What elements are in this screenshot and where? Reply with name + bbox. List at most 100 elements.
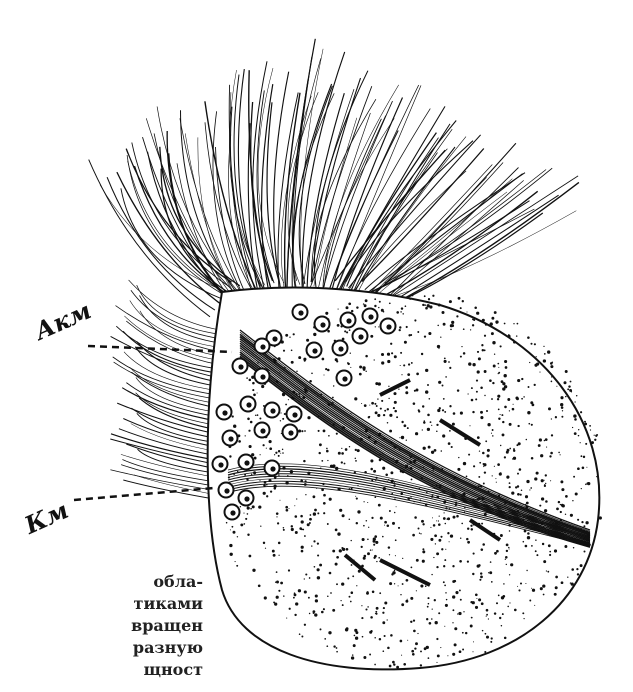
stipple-dot [361,546,363,548]
stipple-dot [555,576,558,579]
stipple-dot [496,602,498,604]
stipple-dot [395,555,396,556]
stipple-dot [448,442,451,445]
stipple-dot [257,414,259,416]
stipple-dot [323,430,326,433]
stipple-dot [245,435,246,436]
stipple-dot [309,518,312,521]
stipple-dot [474,306,477,309]
stipple-dot [257,392,258,393]
stipple-dot [538,444,541,447]
stipple-dot [399,326,401,328]
stipple-dot [525,495,528,498]
stipple-dot [288,569,290,571]
stipple-dot [560,454,561,455]
stipple-dot [503,583,505,585]
stipple-dot [509,423,512,426]
stipple-dot [378,307,379,308]
stipple-dot [484,651,486,653]
stipple-dot [432,608,433,609]
stipple-dot [597,523,598,524]
stipple-dot [549,455,551,457]
stipple-dot [470,601,472,603]
stipple-dot [416,373,419,376]
stipple-dot [544,509,547,512]
stipple-dot [226,522,228,524]
stipple-dot [248,430,250,432]
stipple-dot [521,490,523,492]
stipple-dot [481,344,483,346]
stipple-dot [436,638,438,640]
stipple-dot [443,581,445,583]
stipple-dot [326,450,329,453]
stipple-dot [298,356,301,359]
stipple-dot [456,515,459,518]
stipple-dot [410,621,412,623]
fiber-stroke [100,185,221,290]
stipple-dot [407,599,408,600]
stipple-dot [355,458,356,459]
stipple-dot [492,475,493,476]
stipple-dot [280,453,281,454]
stipple-dot [547,571,549,573]
stipple-dot [275,452,277,454]
stipple-dot [307,416,310,419]
stipple-dot [247,513,249,515]
stipple-dot [413,619,415,621]
stipple-dot [565,396,566,397]
stipple-dot [286,509,289,512]
stipple-dot [577,573,579,575]
stipple-dot [457,389,459,391]
stipple-dot [517,473,519,475]
stipple-dot [491,332,494,335]
stipple-dot [395,539,397,541]
stipple-dot [436,566,438,568]
stipple-dot [355,460,357,462]
cell [241,397,256,412]
stipple-dot [373,537,376,540]
stipple-dot [517,379,520,382]
stipple-dot [447,655,448,656]
stipple-dot [541,479,544,482]
stipple-dot [445,523,447,525]
stipple-dot [441,450,443,452]
stipple-dot [572,427,573,428]
stipple-dot [313,333,316,336]
stipple-dot [417,633,418,634]
stipple-dot [309,577,311,579]
stipple-dot [410,334,412,336]
stipple-dot [460,599,462,601]
stipple-dot [375,411,378,414]
stipple-dot [528,386,530,388]
stipple-dot [371,517,373,519]
stipple-dot [412,295,414,297]
stipple-dot [336,651,338,653]
stipple-dot [238,440,241,443]
stipple-dot [580,442,581,443]
stipple-dot [527,336,530,339]
stipple-dot [295,515,298,518]
stipple-dot [531,457,534,460]
stipple-dot [560,403,563,406]
stipple-dot [500,414,501,415]
stipple-dot [394,570,396,572]
stipple-dot [504,406,507,409]
stipple-dot [476,391,478,393]
stipple-dot [362,366,365,369]
stipple-dot [384,521,387,524]
stipple-dot [489,571,492,574]
stipple-dot [351,540,352,541]
stipple-dot [513,323,514,324]
stipple-dot [309,522,311,524]
stipple-dot [336,583,338,585]
stipple-dot [278,474,279,475]
stipple-dot [385,474,388,477]
stipple-dot [341,461,343,463]
stipple-dot [436,424,438,426]
stipple-dot [422,429,423,430]
stipple-dot [407,427,409,429]
stipple-dot [445,549,446,550]
stipple-dot [357,449,360,452]
stipple-dot [315,599,318,602]
stipple-dot [496,482,497,483]
